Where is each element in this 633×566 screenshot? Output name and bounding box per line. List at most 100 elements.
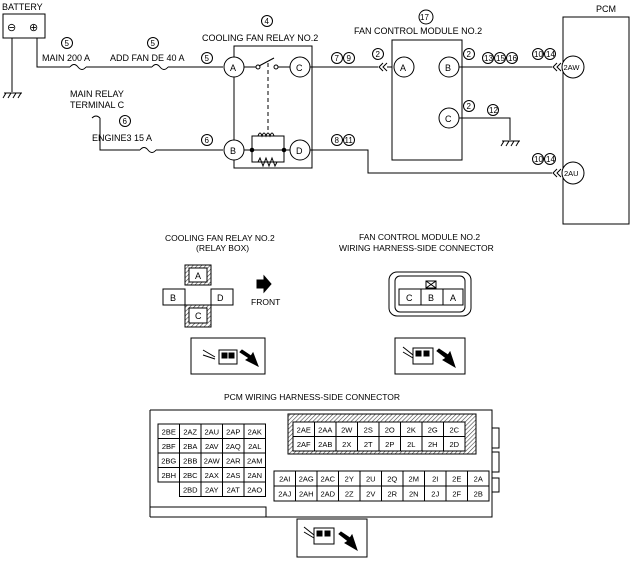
pcm-pin-label: 2AZ: [183, 427, 197, 436]
pcm-pin-label: 2P: [385, 440, 394, 449]
relay-box-subtitle: (RELAY BOX): [196, 243, 249, 253]
pcm-pin-label: 2AM: [247, 456, 262, 465]
fan-control-module-box: [391, 39, 463, 161]
fcm-pin-a: [442, 288, 464, 306]
pcm-pin-label: 2AT: [227, 485, 241, 494]
fuse-engine3-label: ENGINE3 15 A: [92, 133, 152, 143]
pcm-pin-label: 2AC: [320, 475, 335, 484]
pcm-pin-label: 2A: [474, 475, 483, 484]
pcm-pin-label: 2BD: [183, 485, 198, 494]
pcm-pin-label: 2AN: [247, 471, 262, 480]
pcm-pin-cell: [243, 481, 266, 497]
cooling-fan-relay-box: [233, 45, 313, 169]
battery-positive-icon: ⊕: [29, 22, 38, 34]
pcm-pin-label: 2AL: [248, 442, 261, 451]
main-relay-wire: [99, 118, 140, 151]
svg-text:5: 5: [205, 54, 210, 63]
connector-symbol: [552, 168, 562, 178]
svg-text:2AU: 2AU: [564, 169, 579, 178]
pcm-connector-title: PCM WIRING HARNESS-SIDE CONNECTOR: [224, 392, 400, 402]
pcm-pin-label: 2Z: [345, 490, 354, 499]
battery-negative-icon: ⊖: [7, 22, 16, 34]
svg-text:14: 14: [546, 155, 555, 164]
fcm-connector-view: FAN CONTROL MODULE NO.2 WIRING HARNESS-S…: [339, 232, 494, 375]
svg-text:2: 2: [467, 102, 472, 111]
svg-text:B: B: [170, 293, 176, 303]
svg-text:9: 9: [347, 54, 352, 63]
schematic: BATTERY ⊖ ⊕ 5 MAIN 200 A 5 ADD FAN DE 40…: [2, 2, 630, 225]
pcm-pin-label: 2AO: [247, 485, 262, 494]
fuse-main-icon: [69, 64, 87, 70]
pcm-pin-cell: [443, 436, 466, 452]
svg-text:5: 5: [151, 39, 156, 48]
pcm-pin-label: 2AV: [205, 442, 219, 451]
svg-text:15: 15: [496, 54, 505, 63]
main-relay-label: MAIN RELAY: [70, 89, 124, 99]
svg-text:B: B: [230, 146, 236, 156]
fcm-connector-title: FAN CONTROL MODULE NO.2: [359, 232, 480, 242]
svg-text:D: D: [217, 293, 224, 303]
pcm-pin-label: 2AJ: [278, 490, 291, 499]
pcm-pin-label: 2D: [449, 440, 459, 449]
svg-text:B: B: [445, 63, 451, 73]
svg-text:C: C: [195, 311, 202, 321]
ground-icon: [2, 92, 22, 99]
fcm-title: FAN CONTROL MODULE NO.2: [354, 26, 482, 36]
pcm-pin-label: 2AE: [297, 425, 311, 434]
pcm-pin-label: 2E: [452, 475, 461, 484]
pcm-pin-label: 2AX: [205, 471, 219, 480]
fuse-engine3-icon: [139, 147, 157, 153]
pcm-pin-label: 2AD: [320, 490, 335, 499]
front-label: FRONT: [251, 297, 280, 307]
connector-symbol: [552, 62, 562, 72]
pcm-title: PCM: [596, 4, 616, 14]
pcm-pin-label: 2AF: [297, 440, 311, 449]
pcm-pin-label: 2BB: [183, 456, 197, 465]
pcm-terminal-2aw: [561, 55, 585, 79]
pcm-pin-label: 2W: [341, 425, 353, 434]
pcm-pin-label: 2V: [366, 490, 375, 499]
pcm-pin-label: 2X: [342, 440, 351, 449]
svg-text:B: B: [428, 293, 434, 303]
pcm-pin-label: 2AP: [226, 427, 240, 436]
fuse-main-label: MAIN 200 A: [42, 53, 90, 63]
pcm-pin-label: 2BC: [183, 471, 198, 480]
svg-text:6: 6: [205, 136, 210, 145]
svg-text:A: A: [195, 271, 201, 281]
pcm-pin-label: 2K: [407, 425, 416, 434]
pcm-pin-label: 2BA: [183, 442, 197, 451]
svg-text:C: C: [406, 293, 413, 303]
pcm-pin-label: 2C: [449, 425, 459, 434]
pcm-pin-label: 2M: [409, 475, 419, 484]
pcm-pin-label: 2N: [409, 490, 419, 499]
connector-view-icon: [402, 346, 456, 369]
pcm-pin-cell: [467, 485, 490, 502]
pcm-pin-label: 2AG: [299, 475, 314, 484]
wire-relay-d-to-pcm-2au: [310, 149, 552, 174]
relay-title: COOLING FAN RELAY NO.2: [202, 33, 318, 43]
pcm-pin-label: 2AI: [279, 475, 290, 484]
pcm-pin-label: 2S: [364, 425, 373, 434]
pcm-box: [562, 16, 630, 225]
svg-text:2AW: 2AW: [564, 63, 581, 72]
svg-text:17: 17: [420, 13, 429, 22]
connector-latch: [425, 280, 437, 289]
svg-text:8: 8: [335, 136, 340, 145]
connector-view-icon: [303, 526, 358, 552]
front-arrow-icon: [256, 274, 272, 294]
pcm-pin-label: 2AQ: [226, 442, 241, 451]
relay-socket-a: [188, 267, 208, 283]
pcm-pin-label: 2O: [385, 425, 395, 434]
svg-text:4: 4: [265, 17, 270, 26]
pcm-terminal-2au: [561, 161, 585, 185]
svg-text:10: 10: [534, 155, 543, 164]
pcm-pin-label: 2L: [407, 440, 415, 449]
pcm-pin-label: 2AK: [248, 427, 262, 436]
pcm-pin-label: 2AU: [204, 427, 219, 436]
pcm-pin-label: 2H: [428, 440, 438, 449]
connector-symbol: [378, 62, 388, 72]
